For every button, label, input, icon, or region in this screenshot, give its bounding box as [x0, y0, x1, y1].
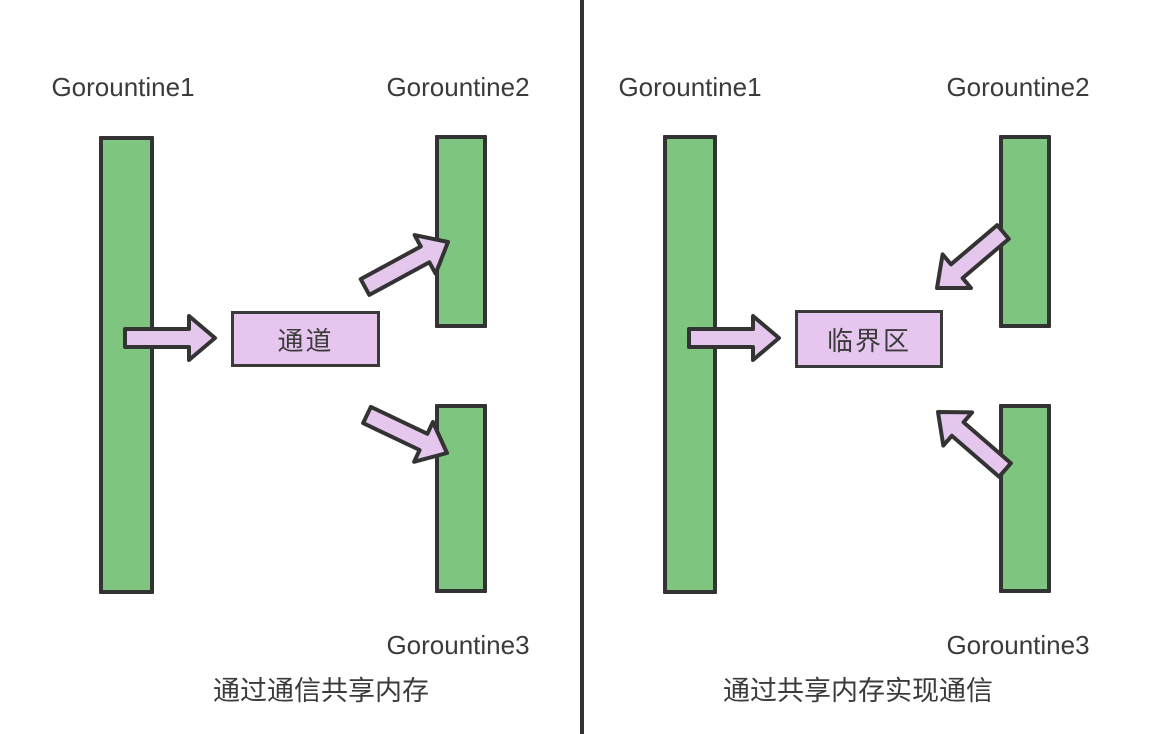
left-channel-box-label: 通道: [277, 325, 334, 356]
left-goroutine2-label: Gorountine2: [386, 72, 530, 102]
right-critical-section-box-label: 临界区: [826, 325, 911, 356]
left-goroutine1-label: Gorountine1: [51, 72, 195, 102]
left-channel-box: 通道: [231, 311, 380, 367]
left-goroutine1-bar: [99, 136, 154, 594]
panel-divider: [580, 0, 584, 734]
left-goroutine3-label: Gorountine3: [386, 630, 530, 660]
right-goroutine2-label: Gorountine2: [946, 72, 1090, 102]
right-goroutine3-label: Gorountine3: [946, 630, 1090, 660]
right-critical-section-box: 临界区: [795, 310, 943, 368]
left-panel-caption: 通过通信共享内存: [213, 676, 429, 706]
right-goroutine1-bar: [663, 135, 717, 594]
right-goroutine1-label: Gorountine1: [618, 72, 762, 102]
right-goroutine3-bar: [999, 404, 1051, 593]
left-goroutine3-bar: [435, 404, 487, 593]
right-goroutine2-bar: [999, 135, 1051, 328]
left-goroutine2-bar: [435, 135, 487, 328]
right-panel-caption: 通过共享内存实现通信: [723, 676, 993, 706]
